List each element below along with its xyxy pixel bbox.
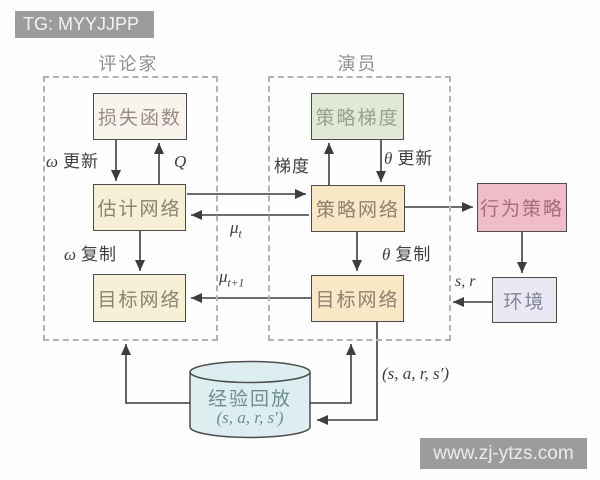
watermark-website: www.zj-ytzs.com	[420, 438, 587, 469]
watermark-telegram: TG: MYYJJPP	[15, 11, 154, 38]
arrow-tuple-to-replay	[317, 322, 378, 425]
edge-label-mu-t: μt	[230, 218, 242, 241]
loss-function-box: 损失函数	[93, 93, 187, 140]
mu-symbol: μ	[219, 267, 228, 286]
critic-title: 评论家	[98, 54, 159, 74]
edge-label-state-reward: s, r	[455, 273, 476, 290]
omega-symbol: ω	[64, 245, 77, 264]
theta-symbol: θ	[384, 149, 393, 168]
critic-target-network-box: 目标网络	[93, 274, 186, 322]
policy-network-box: 策略网络	[311, 185, 405, 232]
replay-buffer-cylinder	[189, 360, 311, 439]
omega-symbol: ω	[46, 152, 59, 171]
edge-label-q: Q	[174, 152, 186, 172]
critic-group	[43, 76, 218, 341]
actor-title: 演员	[337, 54, 378, 74]
arrow-replay-to-critic	[121, 344, 190, 404]
edge-label-gradient: 梯度	[274, 157, 310, 176]
actor-group	[268, 76, 451, 341]
q-symbol: Q	[174, 152, 187, 171]
edge-label-transition-tuple: (s, a, r, s′)	[382, 364, 450, 383]
environment-box: 环境	[492, 277, 557, 323]
replay-buffer-label: 经验回放	[207, 389, 292, 410]
behavior-policy-box: 行为策略	[477, 183, 567, 232]
mu-symbol: μ	[230, 218, 239, 237]
policy-gradient-box: 策略梯度	[311, 93, 404, 140]
theta-symbol: θ	[382, 245, 391, 264]
estimate-network-box: 估计网络	[93, 184, 186, 231]
edge-label-mu-t-plus-1: μt+1	[219, 267, 245, 290]
replay-buffer-tuple: (s, a, r, s′)	[216, 408, 284, 427]
actor-target-network-box: 目标网络	[311, 275, 404, 322]
arrow-replay-to-actor	[310, 344, 356, 404]
